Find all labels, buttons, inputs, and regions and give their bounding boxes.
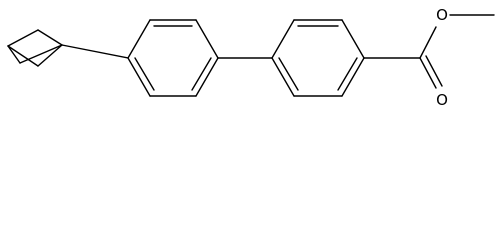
chemical-structure-diagram: O O bbox=[7, 6, 495, 109]
cage-to-ring-bond bbox=[61, 44, 129, 59]
carbonyl-oxygen-label: O bbox=[436, 91, 448, 109]
benzene-ring-2 bbox=[271, 19, 365, 97]
carbonyl-double-bond bbox=[419, 55, 443, 89]
ester-single-bond bbox=[419, 26, 437, 59]
ester-oxygen-label: O bbox=[436, 6, 448, 24]
bicyclopentyl-cage bbox=[7, 29, 63, 67]
benzene-ring-1 bbox=[127, 19, 219, 97]
